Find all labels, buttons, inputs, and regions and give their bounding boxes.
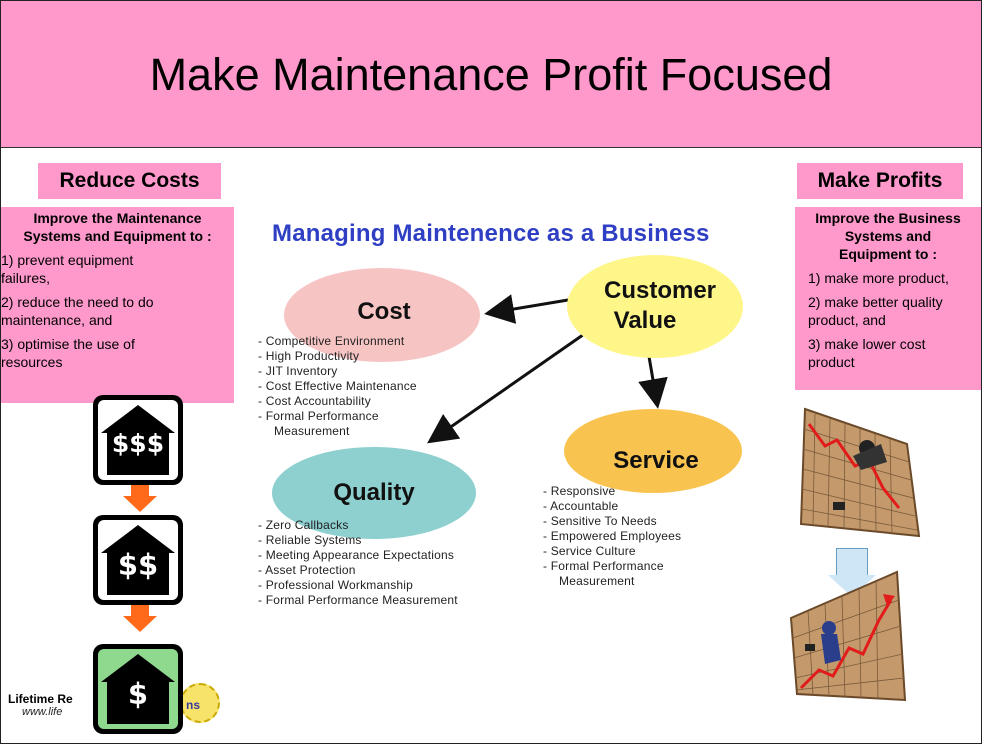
cost-bullet: Measurement	[274, 424, 350, 438]
quality-bullet: - Reliable Systems	[258, 533, 362, 547]
house-dollar-icon: $$$	[93, 395, 183, 485]
cost-bullet: - Formal Performance	[258, 409, 379, 423]
cost-bullets: - Competitive Environment - High Product…	[258, 334, 417, 439]
cost-bullet: - Cost Effective Maintenance	[258, 379, 417, 393]
orange-arrow-shaft	[131, 605, 149, 619]
quality-label: Quality	[333, 479, 415, 506]
orange-arrow-down-icon	[123, 496, 157, 512]
service-bullet: - Sensitive To Needs	[543, 514, 657, 528]
house-amount: $	[127, 677, 149, 711]
quality-bullets: - Zero Callbacks - Reliable Systems - Me…	[258, 518, 458, 608]
service-label: Service	[613, 447, 699, 474]
reduce-costs-item: 1) prevent equipment failures,	[1, 252, 134, 286]
customer-value-line: Customer	[603, 277, 717, 304]
cost-bullet: - High Productivity	[258, 349, 360, 363]
customer-value-label: Customer Value	[590, 276, 730, 336]
cost-label: Cost	[357, 298, 411, 325]
arrow-to-cost	[484, 294, 569, 324]
service-bullet: - Accountable	[543, 499, 619, 513]
make-profits-label: Make Profits	[797, 163, 963, 199]
down-arrow-icon	[836, 548, 868, 576]
reduce-costs-label: Reduce Costs	[38, 163, 221, 199]
quality-bullet: - Formal Performance Measurement	[258, 593, 458, 607]
customer-value-line: Value	[613, 307, 677, 334]
orange-arrow-down-icon	[123, 616, 157, 632]
service-bullets: - Responsive - Accountable - Sensitive T…	[543, 484, 681, 589]
logo-text-end: ns	[186, 698, 201, 712]
reduce-costs-box: Improve the Maintenance Systems and Equi…	[1, 207, 234, 403]
reduce-costs-heading: Improve the Maintenance Systems and Equi…	[23, 210, 212, 244]
title-banner: Make Maintenance Profit Focused	[1, 1, 981, 148]
cost-bullet: - Cost Accountability	[258, 394, 371, 408]
orange-arrow-shaft	[131, 485, 149, 499]
logo-text-start: Lifetime Re	[8, 692, 73, 706]
reduce-costs-item: 3) optimise the use of resources	[1, 336, 135, 370]
cost-bullet: - JIT Inventory	[258, 364, 338, 378]
reduce-costs-item: 2) reduce the need to do maintenance, an…	[1, 294, 154, 328]
slide-title: Make Maintenance Profit Focused	[149, 49, 833, 100]
rising-chart-icon	[789, 570, 907, 702]
logo-url: www.life	[22, 706, 63, 718]
customer-value-ellipse	[567, 255, 743, 358]
service-bullet: - Formal Performance	[543, 559, 664, 573]
make-profits-item: 2) make better quality product, and	[808, 294, 943, 328]
make-profits-box: Improve the Business Systems and Equipme…	[795, 207, 981, 390]
house-amount: $$	[117, 548, 159, 582]
service-bullet: - Service Culture	[543, 544, 636, 558]
service-bullet: - Empowered Employees	[543, 529, 682, 543]
make-profits-item: 3) make lower cost product	[808, 336, 926, 370]
make-profits-heading: Improve the Business Systems and Equipme…	[815, 210, 961, 262]
quality-bullet: - Asset Protection	[258, 563, 356, 577]
quality-bullet: - Meeting Appearance Expectations	[258, 548, 455, 562]
house-amount: $$$	[111, 429, 165, 458]
arrow-to-quality	[427, 328, 591, 444]
gear-logo-icon	[180, 683, 220, 723]
quality-bullet: - Zero Callbacks	[258, 518, 349, 532]
quality-bullet: - Professional Workmanship	[258, 578, 414, 592]
service-bullet: - Responsive	[543, 484, 616, 498]
house-dollar-icon: $	[93, 644, 183, 734]
diagram-title: Managing Maintenence as a Business	[272, 220, 710, 247]
falling-chart-icon	[799, 407, 921, 538]
make-profits-item: 1) make more product,	[808, 270, 949, 286]
service-ellipse	[564, 409, 742, 493]
service-bullet: Measurement	[559, 574, 635, 588]
cost-bullet: - Competitive Environment	[258, 334, 405, 348]
house-dollar-icon: $$	[93, 515, 183, 605]
cost-ellipse	[284, 268, 480, 362]
quality-ellipse	[272, 447, 476, 539]
